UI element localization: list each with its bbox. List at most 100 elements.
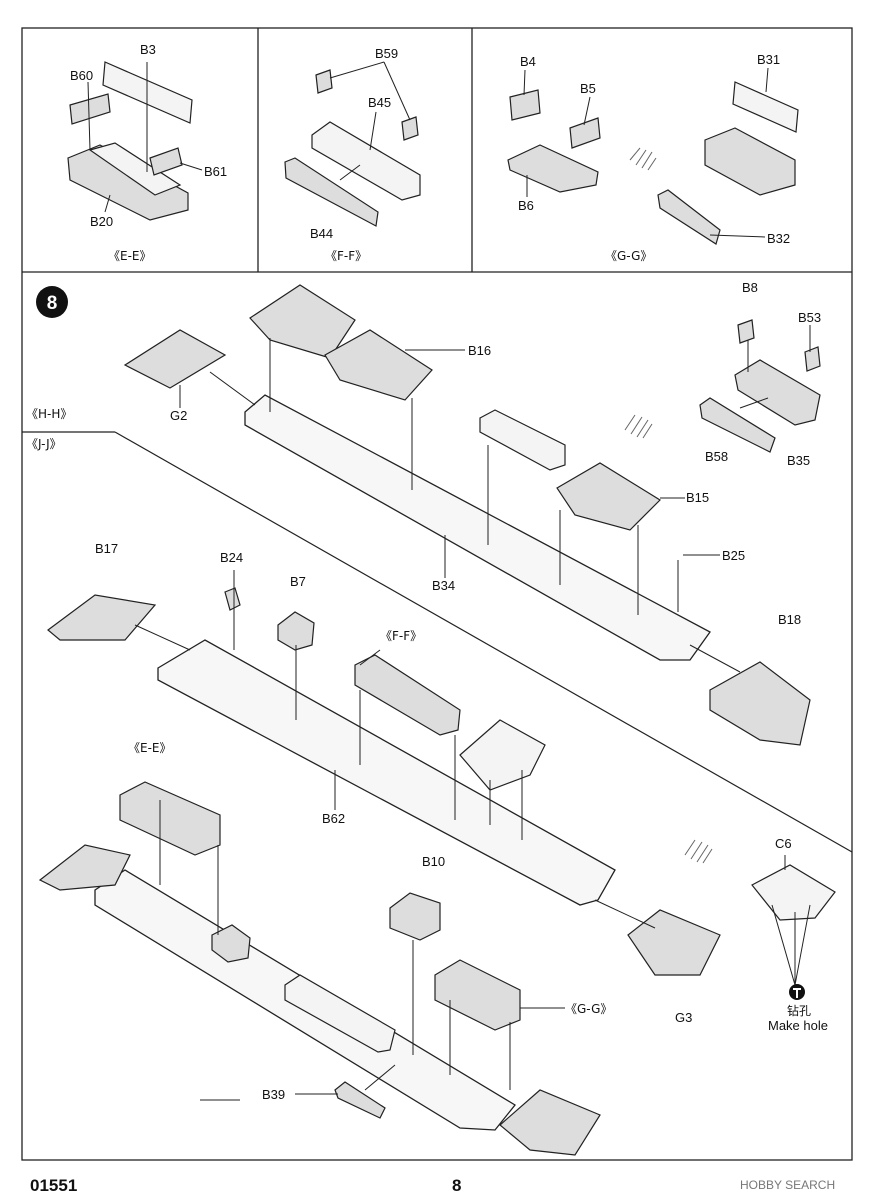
label-b53: B53: [798, 310, 821, 325]
part-b20-top: [88, 142, 182, 196]
part-b59a-shape: [315, 69, 333, 94]
hole-en: Make hole: [768, 1018, 828, 1033]
assembly-jj: [38, 570, 836, 1156]
part-c6-shape-a: [459, 719, 546, 791]
part-b35-shape: [734, 359, 821, 426]
part-lower-rack: [284, 974, 396, 1053]
part-b6-shape: [507, 144, 599, 193]
part-b24-shape: [224, 587, 241, 611]
arrow-b39: [364, 1064, 396, 1091]
part-g2-shape: [123, 329, 227, 389]
arrow-b58: [739, 397, 769, 409]
panel-ee: [67, 61, 203, 221]
label-b7: B7: [290, 574, 306, 589]
part-b15-shape: [556, 462, 661, 531]
part-b10-shape: [389, 892, 441, 941]
label-b10: B10: [422, 854, 445, 869]
leader-b32: [709, 234, 766, 238]
ref-gg: 《G-G》: [565, 1002, 612, 1016]
step-number: 8: [47, 293, 58, 314]
part-b32-shape: [657, 189, 721, 245]
label-b58: B58: [705, 449, 728, 464]
part-b31-box: [704, 127, 796, 196]
label-b5: B5: [580, 81, 596, 96]
part-ee-box: [119, 781, 221, 856]
part-b62-shape: [157, 639, 616, 906]
leader-b20: [104, 194, 111, 213]
leader-b61: [179, 162, 203, 171]
part-b34-box: [479, 409, 566, 471]
label-b60: B60: [70, 68, 93, 83]
panel-gg: [507, 67, 799, 245]
watermark: HOBBY SEARCH: [740, 1178, 836, 1192]
part-b59b-shape: [401, 116, 419, 141]
label-b8: B8: [742, 280, 758, 295]
leader-b5: [583, 96, 591, 126]
part-b58-shape: [699, 397, 776, 453]
hole-cn: 钻孔: [787, 1003, 811, 1018]
hole-line-c: [794, 904, 811, 986]
label-b15: B15: [686, 490, 709, 505]
page-number: 8: [452, 1176, 462, 1195]
leader-b4: [523, 69, 526, 96]
part-b45-shape: [311, 121, 421, 201]
direction-mark-hh: [624, 414, 653, 439]
part-lower-g3: [499, 1089, 601, 1156]
hole-line-a: [771, 904, 796, 986]
label-b61: B61: [204, 164, 227, 179]
leader-b59a: [329, 61, 385, 79]
direction-mark-gg: [629, 147, 657, 171]
part-b31-shape: [732, 81, 799, 133]
part-b7-shape: [277, 611, 315, 651]
label-b44: B44: [310, 226, 333, 241]
part-b16b-shape: [324, 329, 433, 401]
part-b61-shape: [149, 147, 183, 176]
label-g2: G2: [170, 408, 187, 423]
arrow-b44: [339, 164, 361, 181]
part-gg-box: [434, 959, 521, 1031]
view-jj: 《J-J》: [26, 437, 62, 451]
label-b31: B31: [757, 52, 780, 67]
step-badge: [36, 286, 68, 318]
page-frame: [21, 27, 853, 1161]
label-b35: B35: [787, 453, 810, 468]
part-g3-shape: [627, 909, 721, 976]
label-b16: B16: [468, 343, 491, 358]
arrow-b17: [134, 624, 191, 651]
label-b4: B4: [520, 54, 536, 69]
part-b18-shape: [709, 661, 811, 746]
caption-ff: 《F-F》: [325, 249, 367, 263]
label-b6: B6: [518, 198, 534, 213]
label-b59: B59: [375, 46, 398, 61]
part-b17-shape: [47, 594, 157, 641]
part-lower-box: [211, 924, 251, 963]
ref-ee: 《E-E》: [128, 741, 172, 755]
part-b34-shape: [244, 394, 711, 661]
label-b34: B34: [432, 578, 455, 593]
label-b18: B18: [778, 612, 801, 627]
label-b62: B62: [322, 811, 345, 826]
arrow-g3: [594, 899, 656, 929]
part-b5-shape: [569, 117, 601, 149]
part-b4-shape: [509, 89, 541, 121]
part-lower-fender: [38, 844, 131, 891]
part-b44-shape: [284, 157, 379, 227]
leader-ref-ff: [359, 649, 381, 666]
leader-b59b: [383, 61, 411, 121]
direction-mark-jj: [684, 839, 713, 864]
label-b20: B20: [90, 214, 113, 229]
label-b45: B45: [368, 95, 391, 110]
part-b16a-shape: [249, 284, 356, 359]
view-hh: 《H-H》: [26, 407, 72, 421]
part-c6-shape: [751, 864, 836, 921]
jj-separator-diag: [114, 431, 853, 853]
label-g3: G3: [675, 1010, 692, 1025]
ref-ff: 《F-F》: [380, 629, 422, 643]
part-b53-shape: [804, 346, 821, 372]
label-b32: B32: [767, 231, 790, 246]
panel-ff: [284, 61, 421, 227]
part-b20-shape: [67, 144, 189, 221]
leader-b60: [87, 81, 91, 151]
part-ff-box: [354, 654, 461, 736]
